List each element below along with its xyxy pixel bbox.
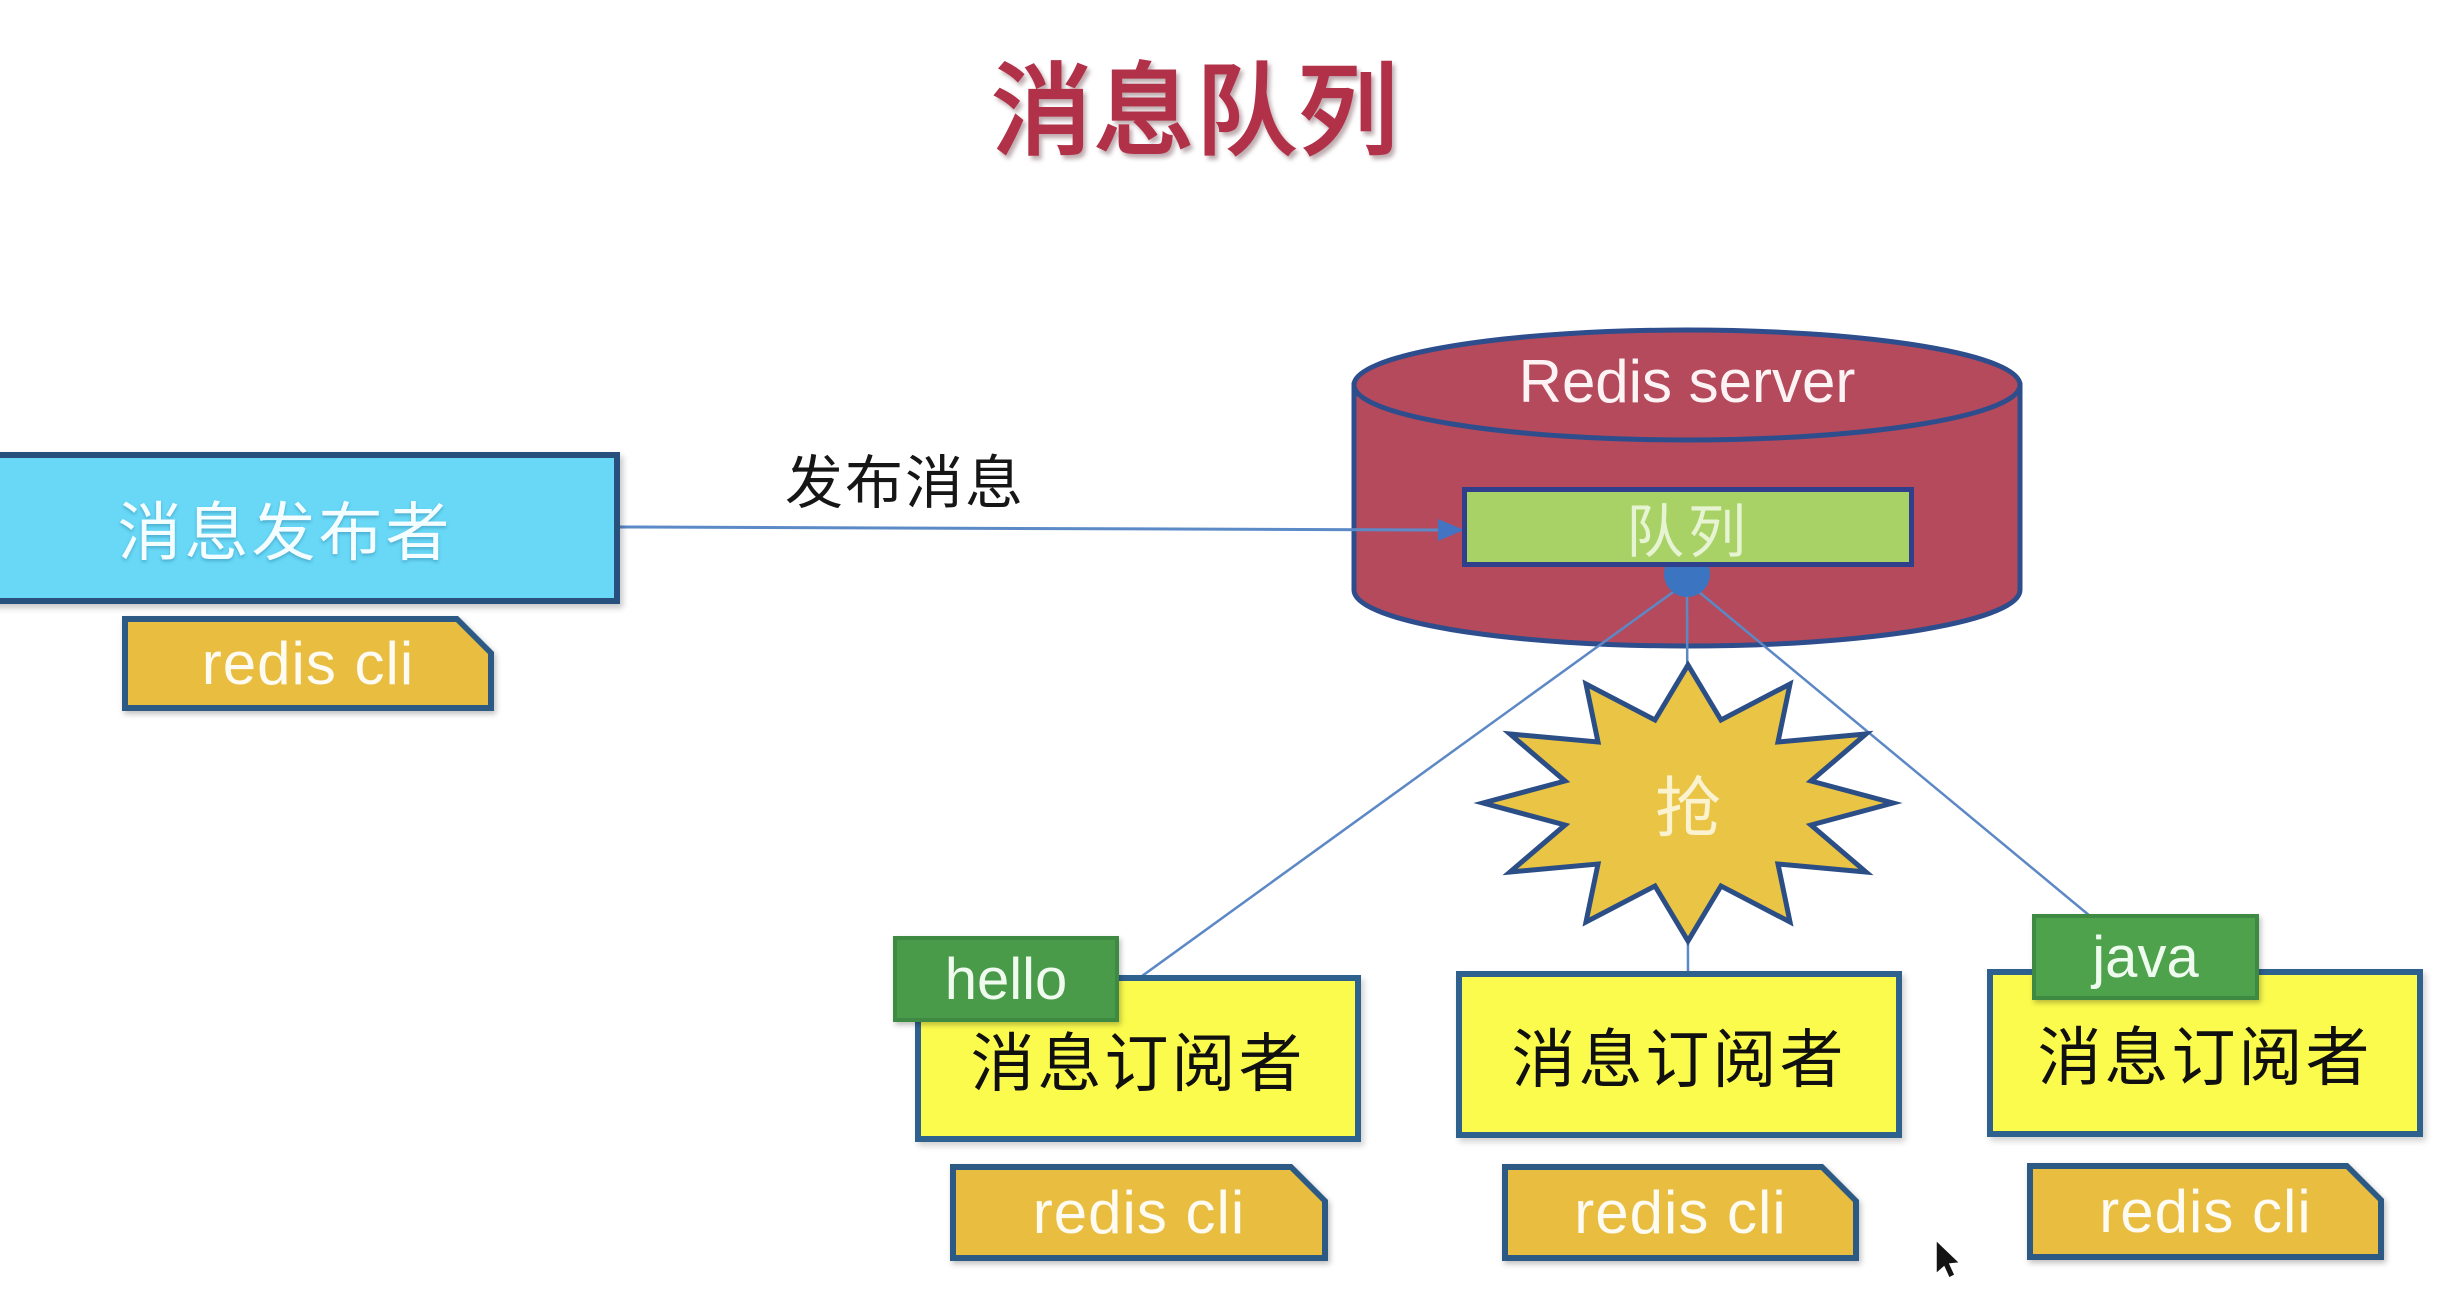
tag-fill [956,1170,1322,1255]
publish-connector-line [619,525,1443,532]
fanout-line-right [1686,581,2091,917]
channel-tag-hello: hello [893,936,1119,1022]
channel-tag-label: java [2092,924,2199,990]
channel-tag-java: java [2032,914,2259,1000]
tag-fill [2033,1169,2378,1254]
subscriber-label: 消息订阅者 [2037,1022,2373,1094]
redis-server-label: Redis server [1518,347,1856,415]
redis-cylinder-top [1351,327,2023,443]
tag-fill [1508,1170,1853,1255]
publisher-tool-label: redis cli [201,630,415,697]
subscriber1-redis-cli-tag: redis cli [950,1164,1328,1261]
slide-title: 消息队列 [992,55,1400,168]
publisher-redis-cli-tag: redis cli [122,616,494,711]
subscriber3-tool-label: redis cli [2099,1178,2312,1245]
publisher-box: 消息发布者 [0,452,620,604]
publish-arrow-label: 发布消息 [784,451,1025,516]
publish-arrowhead-icon [1438,519,1464,541]
queue-label: 队列 [1625,500,1750,565]
mouse-cursor-icon [1935,1238,1962,1280]
publisher-label: 消息发布者 [117,497,453,569]
subscriber3-redis-cli-tag: redis cli [2027,1163,2384,1260]
subscriber1-tool-label: redis cli [1032,1179,1246,1246]
subscriber-label: 消息订阅者 [1511,1023,1847,1096]
channel-tag-label: hello [944,946,1068,1012]
subscriber2-redis-cli-tag: redis cli [1502,1164,1859,1261]
tag-fill [128,622,488,705]
grab-star-label: 抢 [1655,771,1721,845]
subscriber-label: 消息订阅者 [970,1027,1306,1100]
queue-box: 队列 [1462,487,1914,567]
grab-star-shape [1473,660,1903,946]
subscriber2-tool-label: redis cli [1574,1179,1787,1246]
fanout-line-left [1141,580,1688,978]
subscriber-box-2: 消息订阅者 [1456,971,1902,1138]
